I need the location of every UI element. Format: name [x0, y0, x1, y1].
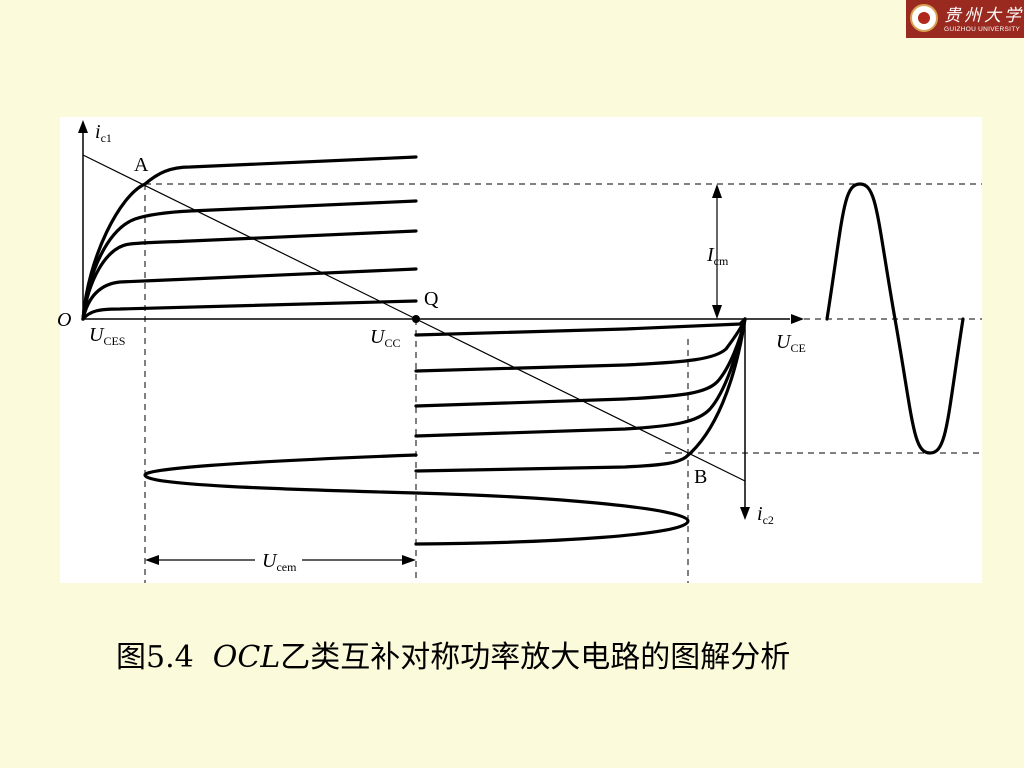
upper-characteristic-curves — [81, 155, 418, 321]
ucem-dimension-arrow — [145, 555, 416, 565]
ucem-label: Ucem — [262, 550, 297, 574]
ic2-arrow-icon — [740, 507, 750, 520]
dashed-reference-lines — [144, 183, 982, 583]
ic1-arrow-icon — [78, 120, 88, 133]
figure-caption: 图5.4 OCL乙类互补对称功率放大电路的图解分析 — [116, 632, 790, 676]
icm-down-arrow-icon — [712, 305, 722, 319]
ucem-left-arrow-icon — [145, 555, 159, 565]
lower-y-axis — [740, 319, 750, 520]
point-a-label: A — [134, 154, 149, 176]
icm-up-arrow-icon — [712, 184, 722, 198]
lower-characteristic-curves — [414, 317, 747, 473]
ic2-axis-label: ic2 — [757, 503, 774, 527]
icm-label: Icm — [707, 244, 729, 268]
uces-label: UCES — [89, 324, 126, 348]
caption-prefix: 图5.4 — [116, 640, 213, 675]
uce-x-axis — [83, 314, 804, 324]
university-seal-icon — [910, 4, 938, 32]
caption-ocl: OCL — [212, 640, 281, 675]
icm-dimension-arrow — [712, 184, 722, 319]
point-q-label: Q — [424, 288, 439, 310]
logo-name-cn: 贵州大学 — [944, 6, 1024, 26]
ucc-label: UCC — [370, 326, 401, 350]
uce-axis-label: UCE — [776, 331, 806, 355]
input-sine-wave — [825, 182, 965, 455]
ocl-graphical-analysis-figure: ic1 A Q B O UCES UCC UCE Icm ic2 Ucem — [57, 117, 982, 583]
caption-title: 乙类互补对称功率放大电路的图解分析 — [280, 640, 791, 675]
point-b-label: B — [694, 466, 708, 488]
uce-arrow-icon — [791, 314, 804, 324]
q-point-dot — [412, 315, 420, 323]
logo-name-en: GUIZHOU UNIVERSITY — [944, 26, 1021, 33]
ic1-axis-label: ic1 — [95, 121, 112, 145]
university-logo: 贵州大学 GUIZHOU UNIVERSITY — [906, 0, 1024, 38]
output-uce-wave — [143, 453, 690, 546]
origin-label: O — [57, 309, 72, 331]
upper-y-axis — [78, 120, 88, 319]
ucem-right-arrow-icon — [402, 555, 416, 565]
